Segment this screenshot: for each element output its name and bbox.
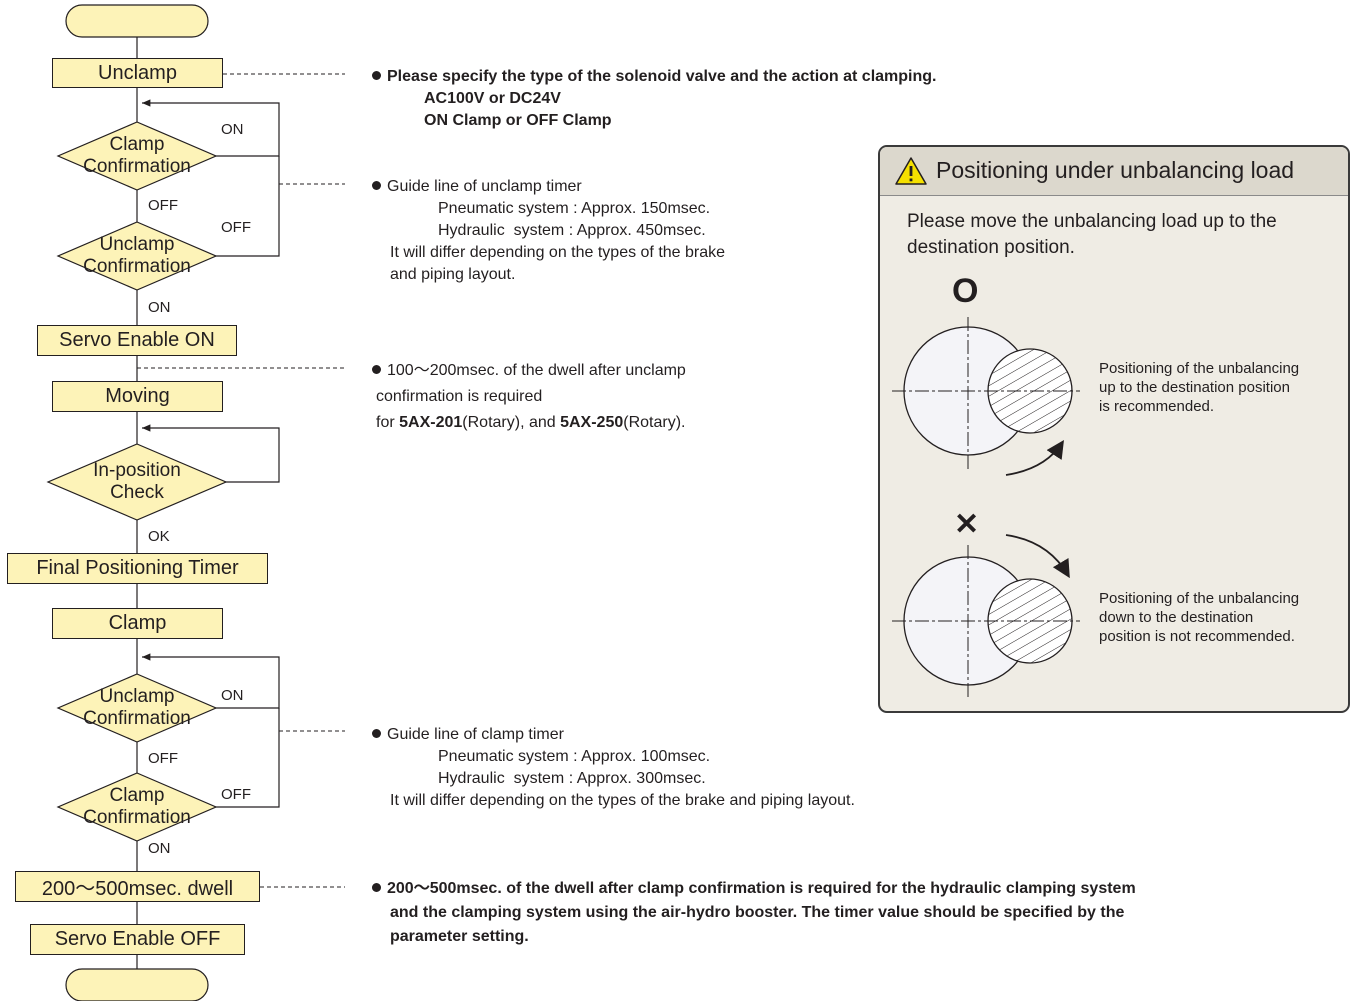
note-unclamp-timer: Guide line of unclamp timer Pneumatic sy… xyxy=(372,176,725,286)
label-line: Unclamp xyxy=(99,234,175,255)
note-line: and the clamping system using the air-hy… xyxy=(390,904,1125,921)
caption-line: Positioning of the unbalancing xyxy=(1099,590,1300,607)
note-text: (Rotary). xyxy=(623,414,686,431)
rotation-arrow xyxy=(1005,534,1070,579)
note-line: parameter setting. xyxy=(390,928,529,945)
caption-line: position is not recommended. xyxy=(1099,628,1295,645)
label-line: Clamp xyxy=(109,785,165,806)
decision-inposition-check xyxy=(46,443,228,521)
label-line: Confirmation xyxy=(83,708,191,729)
branch-tag-on: ON xyxy=(148,840,171,857)
start-terminal xyxy=(65,4,209,38)
note-text: 200〜500msec. of the dwell after clamp co… xyxy=(387,880,1136,897)
caption-line: up to the destination position xyxy=(1099,379,1290,396)
caption-line: is recommended. xyxy=(1099,398,1215,415)
note-line: Please specify the type of the solenoid … xyxy=(372,66,936,88)
label-line: Check xyxy=(110,482,164,503)
decision-unclamp-confirmation-1 xyxy=(56,221,218,291)
note-line: Guide line of unclamp timer xyxy=(372,176,725,198)
model-name: 5AX-201 xyxy=(399,414,463,431)
bullet-icon xyxy=(372,729,381,738)
note-text: Guide line of clamp timer xyxy=(387,726,564,743)
end-terminal xyxy=(65,968,209,1001)
note-dwell-unclamp: 100〜200msec. of the dwell after unclamp … xyxy=(372,358,686,436)
branch-tag-off: OFF xyxy=(148,750,178,767)
note-text: Please specify the type of the solenoid … xyxy=(387,68,937,85)
unclamp-box: Unclamp xyxy=(52,58,223,88)
note-line: AC100V or DC24V xyxy=(424,90,561,107)
label-line: Clamp xyxy=(109,134,165,155)
servo-enable-off-box: Servo Enable OFF xyxy=(30,924,245,955)
label-line: In-position xyxy=(93,460,181,481)
decision-clamp-confirmation-1 xyxy=(56,121,218,191)
branch-tag-off: OFF xyxy=(148,197,178,214)
note-dwell-clamp: 200〜500msec. of the dwell after clamp co… xyxy=(372,877,1136,949)
note-line: It will differ depending on the types of… xyxy=(390,792,855,809)
caption-line: down to the destination xyxy=(1099,609,1254,626)
note-line: It will differ depending on the types of… xyxy=(390,244,726,261)
note-line: 200〜500msec. of the dwell after clamp co… xyxy=(372,877,1136,901)
bullet-icon xyxy=(372,883,381,892)
bullet-icon xyxy=(372,365,381,374)
note-text: (Rotary), and xyxy=(462,414,561,431)
good-symbol: O xyxy=(952,272,979,310)
branch-tag-off: OFF xyxy=(221,219,251,236)
note-line: ON Clamp or OFF Clamp xyxy=(424,112,612,129)
decision-unclamp-confirmation-2 xyxy=(56,673,218,743)
panel-title: Positioning under unbalancing load xyxy=(936,157,1295,183)
clamp-box: Clamp xyxy=(52,608,223,639)
servo-enable-on-box: Servo Enable ON xyxy=(37,325,237,356)
label-line: Confirmation xyxy=(83,256,191,277)
warning-icon xyxy=(895,157,927,185)
final-positioning-timer-box: Final Positioning Timer xyxy=(7,553,268,584)
decision-clamp-confirmation-2 xyxy=(56,772,218,842)
note-line: Pneumatic system : Approx. 150msec. xyxy=(438,200,711,217)
note-text: for xyxy=(376,414,400,431)
branch-tag-ok: OK xyxy=(148,528,170,545)
label-line: Unclamp xyxy=(99,686,175,707)
note-line: Pneumatic system : Approx. 100msec. xyxy=(438,748,711,765)
branch-tag-on: ON xyxy=(221,121,244,138)
note-text: 100〜200msec. of the dwell after unclamp xyxy=(387,362,686,379)
note-clamp-timer: Guide line of clamp timer Pneumatic syst… xyxy=(372,724,855,812)
rotation-arrow xyxy=(1005,439,1064,476)
note-line: Guide line of clamp timer xyxy=(372,724,855,746)
note-line: for 5AX-201(Rotary), and 5AX-250(Rotary)… xyxy=(372,410,686,436)
bad-caption: Positioning of the unbalancing down to t… xyxy=(1099,589,1299,646)
label-line: Confirmation xyxy=(83,807,191,828)
dwell-box: 200〜500msec. dwell xyxy=(15,871,260,902)
branch-tag-on: ON xyxy=(148,299,171,316)
note-line: and piping layout. xyxy=(390,266,516,283)
good-caption: Positioning of the unbalancing up to the… xyxy=(1099,359,1299,416)
note-solenoid: Please specify the type of the solenoid … xyxy=(372,66,936,132)
unbalancing-load-panel: Positioning under unbalancing load Pleas… xyxy=(878,145,1350,713)
panel-header: Positioning under unbalancing load xyxy=(880,147,1348,196)
model-name: 5AX-250 xyxy=(560,414,624,431)
panel-intro: Please move the unbalancing load up to t… xyxy=(907,209,1277,261)
note-line: confirmation is required xyxy=(376,388,543,405)
bullet-icon xyxy=(372,181,381,190)
intro-line: Please move the unbalancing load up to t… xyxy=(907,211,1277,232)
unbalance-illustration xyxy=(892,317,1080,697)
intro-line: destination position. xyxy=(907,237,1075,258)
note-line: Hydraulic system : Approx. 450msec. xyxy=(438,222,706,239)
note-text: Guide line of unclamp timer xyxy=(387,178,582,195)
bullet-icon xyxy=(372,71,381,80)
branch-tag-off: OFF xyxy=(221,786,251,803)
label-line: Confirmation xyxy=(83,156,191,177)
branch-tag-on: ON xyxy=(221,687,244,704)
note-line: 100〜200msec. of the dwell after unclamp xyxy=(372,358,686,384)
note-line: Hydraulic system : Approx. 300msec. xyxy=(438,770,706,787)
bad-symbol: ✕ xyxy=(954,508,980,541)
caption-line: Positioning of the unbalancing xyxy=(1099,360,1300,377)
moving-box: Moving xyxy=(52,381,223,412)
